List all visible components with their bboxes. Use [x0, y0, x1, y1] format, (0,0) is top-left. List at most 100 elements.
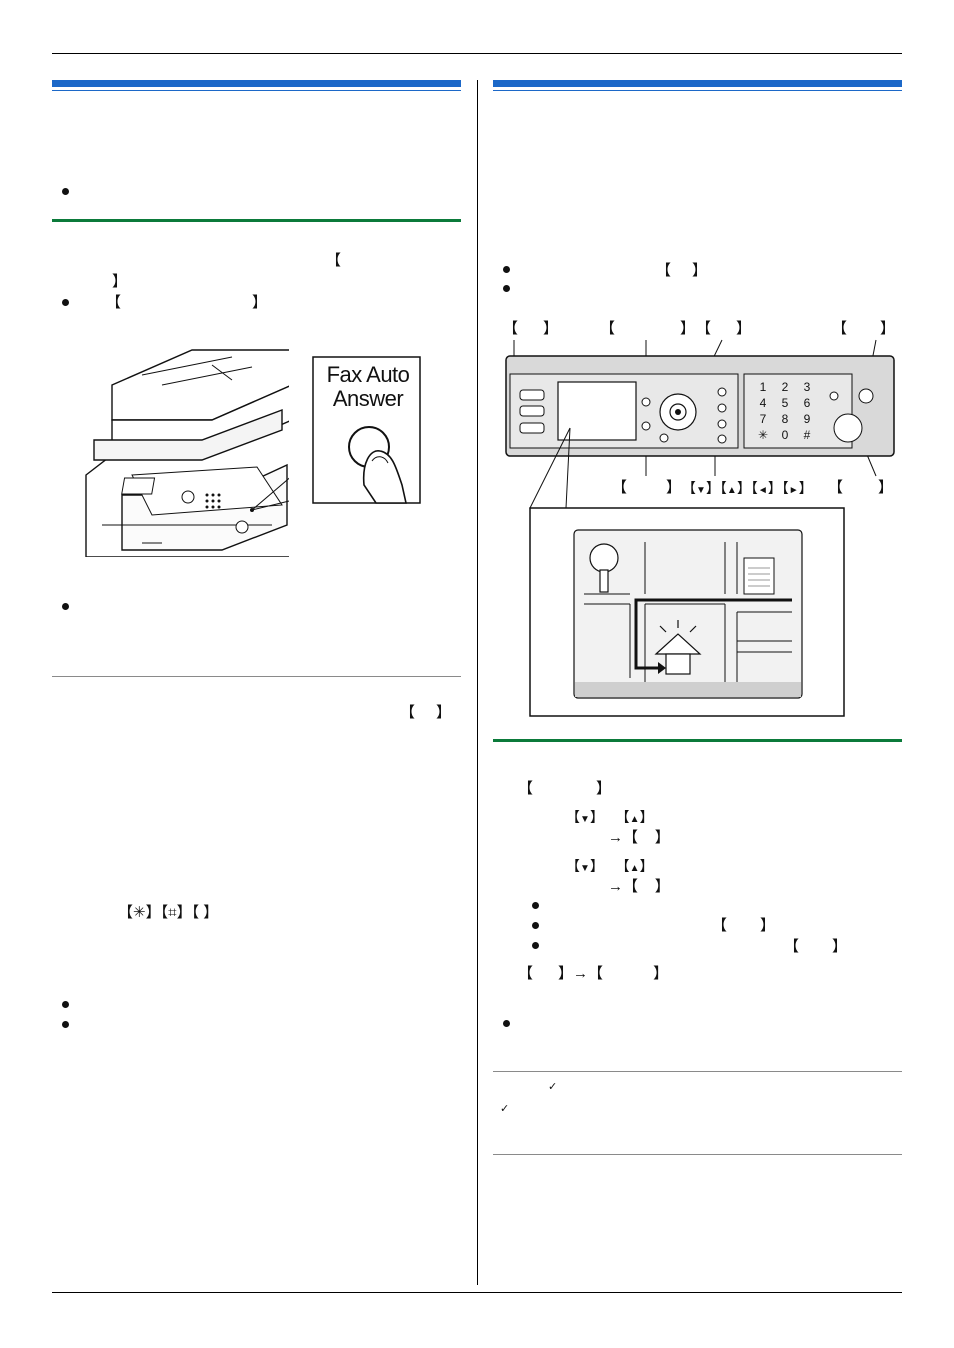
star-key-glyph: ✳	[133, 904, 146, 921]
bracket-open: 【	[400, 704, 416, 721]
left-subsection-bar	[52, 219, 461, 222]
up-arrow-icon: ▲	[629, 814, 640, 825]
keypad-key: 1	[759, 380, 767, 394]
key-sequence: 【✳】【⌗】【 】	[118, 904, 218, 922]
check-mark-icon: ✓	[548, 1081, 558, 1093]
keypad-key: 9	[803, 412, 811, 426]
up-arrow-icon: ▲	[726, 485, 737, 496]
keypad-key: 4	[759, 396, 767, 410]
bracket-close: 】	[596, 780, 612, 797]
bracket-open: 【	[615, 858, 630, 874]
bracket-open: 【	[326, 252, 342, 269]
bracket-close: 】	[176, 904, 192, 921]
keypad-key: 7	[759, 412, 767, 426]
bracket-close: 】	[252, 294, 268, 311]
bracket-open: 【	[566, 809, 580, 825]
bracket-open: 【	[612, 479, 628, 496]
bracket-close: 】	[878, 479, 894, 496]
right-section-header-bar	[493, 80, 902, 87]
bracket-open: 【	[566, 858, 580, 874]
bullet	[503, 266, 510, 273]
bracket-close: 】	[760, 917, 776, 934]
right-arrow-icon: ►	[788, 485, 799, 496]
bracket-close: 】	[680, 320, 696, 337]
keypad-key: 6	[803, 396, 811, 410]
bracket-open: 【	[712, 917, 728, 934]
step-arrow-2: →【 】	[608, 878, 670, 896]
bracket-open: 【	[623, 878, 639, 895]
arrow-right-icon: →	[608, 829, 623, 846]
bracket-open: 【	[191, 904, 200, 921]
bracket-close: 】	[639, 858, 654, 874]
left-section-header-bar	[52, 80, 461, 87]
keypad-key: 0	[781, 428, 789, 442]
bracket-open: 【	[750, 480, 758, 496]
bullet	[532, 942, 539, 949]
keypad-key: 3	[803, 380, 811, 394]
bottom-rule	[52, 1292, 902, 1293]
bracket-open: 【	[588, 965, 604, 982]
bracket-close: 】	[692, 262, 708, 279]
bracket-open: 【	[781, 480, 789, 496]
keypad: 1 2 3 4 5 6 7 8 9 ✳ 0 #	[752, 379, 818, 443]
bullet	[532, 922, 539, 929]
fax-auto-answer-label-1: Fax Auto	[326, 362, 410, 387]
check-mark-icon: ✓	[500, 1103, 510, 1115]
bracket-close: 】	[145, 904, 161, 921]
bracket-close: 】	[736, 480, 751, 496]
nav-key-labels: 【▼】【▲】【◄】【►】	[682, 479, 813, 500]
arrow-right-icon: →	[608, 878, 623, 895]
step-keys-2: 【▼】 【▲】	[566, 857, 653, 878]
bracket-close: 】	[654, 829, 670, 846]
bracket-close: 】	[112, 273, 128, 290]
right-section-header-subline	[493, 90, 902, 91]
bracket-close: 】	[705, 480, 720, 496]
bracket-close: 】	[589, 858, 604, 874]
bracket-close: 】	[543, 320, 559, 337]
bracket-close: 】	[654, 878, 670, 895]
left-divider	[52, 676, 461, 677]
step-keys-1: 【▼】 【▲】	[566, 808, 653, 829]
step-sequence: 【 】→【 】	[518, 965, 668, 983]
bracket-open: 【	[832, 320, 848, 337]
down-arrow-icon: ▼	[580, 863, 590, 874]
bracket-open: 【	[828, 479, 844, 496]
bracket-open: 【	[615, 809, 630, 825]
top-rule	[52, 53, 902, 54]
bullet	[62, 1001, 69, 1008]
keypad-key: 5	[781, 396, 789, 410]
bracket-open: 【	[784, 938, 800, 955]
bracket-close: 】	[639, 809, 654, 825]
hash-key-glyph: ⌗	[168, 904, 177, 921]
bracket-open: 【	[600, 320, 616, 337]
fax-auto-answer-label-2: Answer	[332, 386, 404, 411]
keypad-key: #	[803, 428, 811, 442]
bracket-open: 【	[696, 320, 712, 337]
bracket-open: 【	[503, 320, 519, 337]
bullet	[503, 285, 510, 292]
bracket-open: 【	[118, 904, 134, 921]
bracket-close: 】	[653, 965, 669, 982]
bullet	[62, 299, 69, 306]
bracket-close: 】	[558, 965, 574, 982]
bracket-open: 【	[623, 829, 639, 846]
column-divider	[477, 80, 478, 1285]
control-panel-illustration	[505, 339, 895, 717]
bracket-close: 】	[798, 480, 813, 496]
bracket-close: 】	[589, 809, 604, 825]
bracket-close: 】	[832, 938, 848, 955]
bracket-open: 【	[160, 904, 169, 921]
bracket-close: 】	[880, 320, 896, 337]
arrow-right-icon: →	[573, 965, 589, 982]
step-arrow-1: →【 】	[608, 829, 670, 847]
right-subsection-bar	[493, 739, 902, 742]
bracket-close: 】	[767, 480, 782, 496]
bullet	[503, 1020, 510, 1027]
right-divider-2	[493, 1154, 902, 1155]
bullet	[62, 188, 69, 195]
bracket-open: 【	[518, 780, 534, 797]
bracket-open: 【	[106, 294, 122, 311]
bracket-close: 】	[436, 704, 452, 721]
bracket-close: 】	[666, 479, 682, 496]
up-arrow-icon: ▲	[629, 863, 640, 874]
